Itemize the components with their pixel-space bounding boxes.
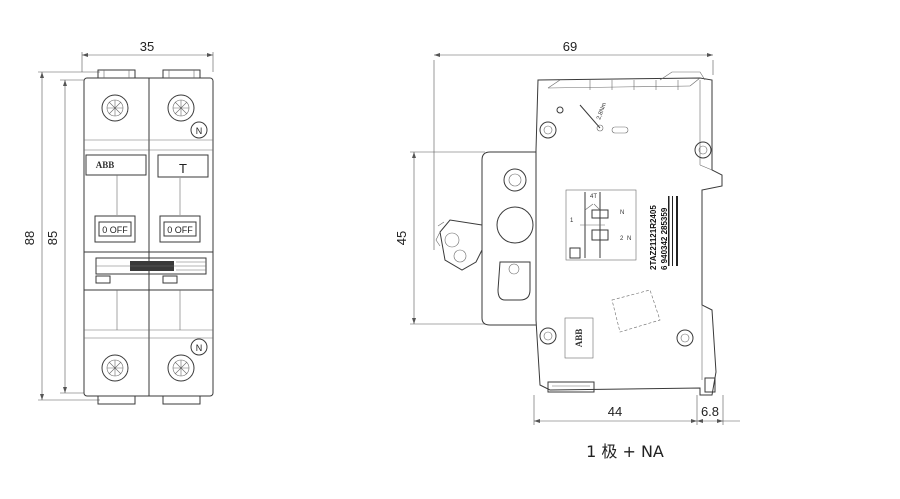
barcode <box>668 196 678 266</box>
schematic-label-1: 1 <box>570 218 574 224</box>
screw-icon <box>167 354 195 382</box>
schematic-label-n-bottom: N <box>627 236 631 242</box>
front-total-height-dim: 88 <box>22 231 37 245</box>
schematic-label-2: 2 <box>620 236 624 242</box>
schematic-label-n-top: N <box>620 210 624 216</box>
right-switch-label: 0 OFF <box>167 225 193 235</box>
schematic-label-4t: 4T <box>590 194 597 200</box>
torque-label: 2,8Nm <box>596 102 608 121</box>
test-button-label: T <box>179 161 187 176</box>
circuit-schematic: 4T 1 N 2 N <box>565 189 637 261</box>
side-brand-label: ABB <box>574 329 584 348</box>
left-switch-label: 0 OFF <box>102 225 128 235</box>
front-body-height-dim: 85 <box>45 231 60 245</box>
side-depth-dim: 69 <box>563 39 577 54</box>
diagram-caption: 1 极 + NA <box>586 442 664 461</box>
side-front-height-dim: 45 <box>394 231 409 245</box>
neutral-mark-top: N <box>196 126 203 136</box>
side-view: 69 45 44 6.8 <box>394 39 740 425</box>
neutral-mark-bottom: N <box>196 343 203 353</box>
front-brand-label: ABB <box>96 160 115 170</box>
product-code: 2TAZ21121R2405 <box>649 205 658 270</box>
front-width-dim: 35 <box>140 39 154 54</box>
front-view: 35 88 85 <box>22 39 214 405</box>
screw-icon <box>101 354 129 382</box>
screw-icon <box>167 94 195 122</box>
side-body-depth-dim: 44 <box>608 404 622 419</box>
screw-icon <box>101 94 129 122</box>
side-rail-dim: 6.8 <box>701 404 719 419</box>
ean-code: 6 940342 285359 <box>660 207 669 270</box>
